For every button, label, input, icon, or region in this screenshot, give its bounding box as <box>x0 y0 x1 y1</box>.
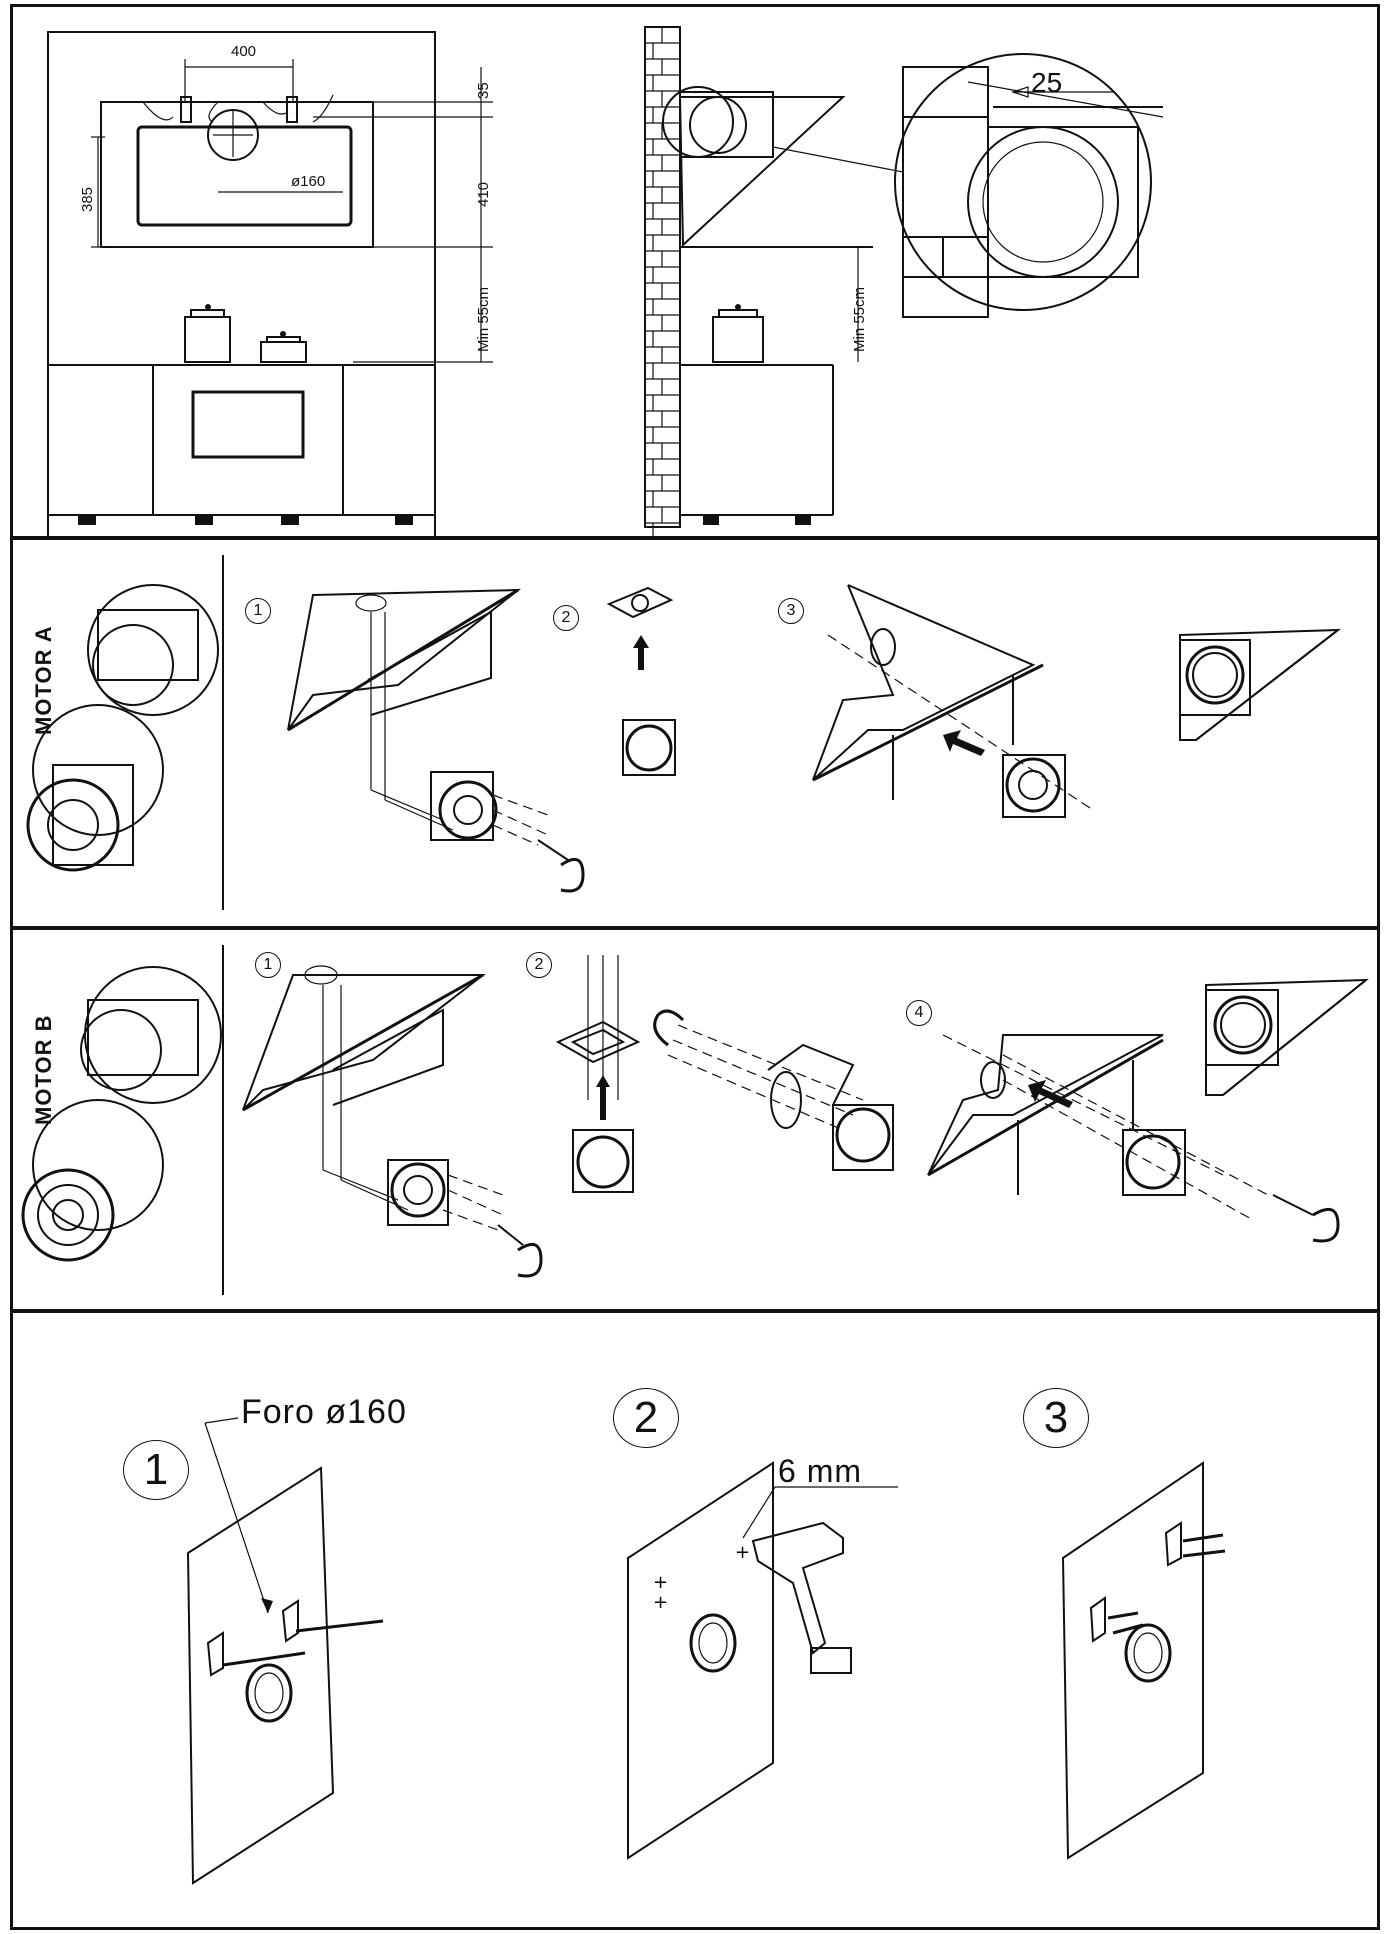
svg-text:+: + <box>735 1542 750 1563</box>
wall-mounting-panel: + + + 1 2 3 Foro ø160 6 mm <box>10 1310 1380 1930</box>
motor-a-step-3: 3 <box>778 598 804 624</box>
wall-mounting-drawing: + + + <box>186 1417 1226 1885</box>
wall-step-1: 1 <box>123 1440 189 1500</box>
front-and-side-elevation-drawing <box>47 26 1164 539</box>
motor-b-step-1: 1 <box>255 952 281 978</box>
motor-a-panel: MOTOR A <box>10 537 1380 929</box>
motor-b-assembly-drawing <box>21 945 1369 1295</box>
min-55cm-side-label: Min 55cm <box>851 286 868 352</box>
motor-a-assembly-drawing <box>26 555 1342 910</box>
diameter-160-label: ø160 <box>291 173 326 190</box>
wall-step-2: 2 <box>613 1388 679 1448</box>
brick-wall <box>644 26 681 539</box>
motor-a-step-1: 1 <box>245 598 271 624</box>
drill-6mm-label: 6 mm <box>778 1453 862 1489</box>
dimension-385-label: 385 <box>79 186 96 212</box>
dimensions-panel: 400 35 410 385 ø160 Min 55cm Min 55cm 25 <box>10 4 1380 539</box>
svg-text:+: + <box>653 1572 668 1593</box>
dimension-35-label: 35 <box>475 82 492 99</box>
dimension-410-label: 410 <box>475 181 492 207</box>
motor-a-step-2: 2 <box>553 605 579 631</box>
hole-160-label: Foro ø160 <box>241 1393 407 1431</box>
dimension-400-label: 400 <box>231 43 257 60</box>
min-55cm-front-label: Min 55cm <box>475 286 492 352</box>
wall-step-3: 3 <box>1023 1388 1089 1448</box>
svg-text:+: + <box>653 1592 668 1613</box>
gap-25-label: 25 <box>1031 67 1063 98</box>
motor-b-step-4: 4 <box>906 1000 932 1026</box>
motor-b-panel: MOTOR B <box>10 927 1380 1312</box>
motor-b-step-2: 2 <box>526 952 552 978</box>
